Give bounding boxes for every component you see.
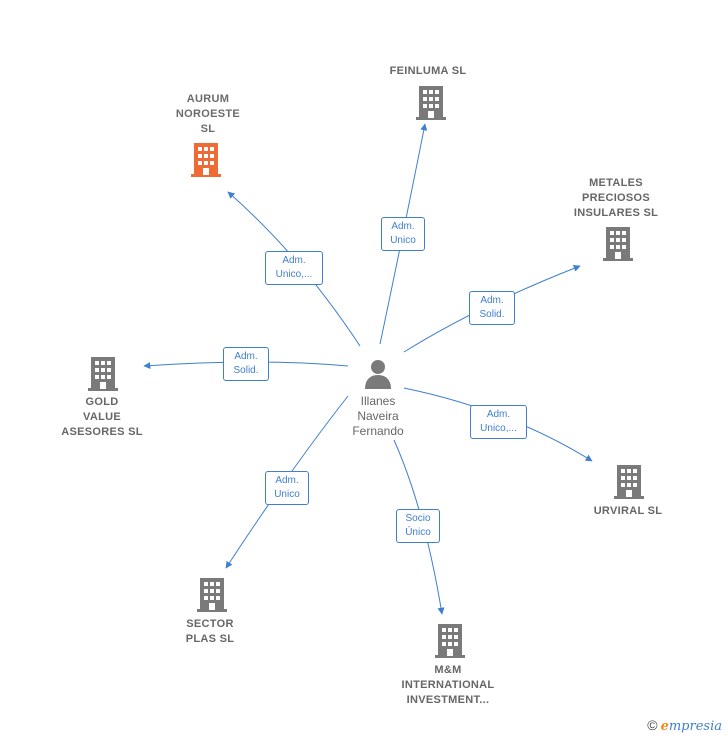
company-mm-label: M&M INTERNATIONAL INVESTMENT...: [401, 664, 495, 706]
relation-tag-gold[interactable]: Adm.Solid.: [223, 347, 269, 381]
company-feinluma-label: FEINLUMA SL: [389, 65, 467, 77]
brand-logo: ©empresia: [647, 717, 722, 734]
building-icon: [191, 143, 221, 177]
building-icon: [435, 624, 465, 658]
company-urviral-label: URVIRAL SL: [593, 505, 663, 517]
relation-tag-aurum[interactable]: Adm.Unico,...: [265, 251, 323, 285]
brand-initial: e: [660, 719, 669, 734]
person-icon: [365, 360, 391, 389]
copyright-symbol: ©: [647, 717, 658, 733]
building-icon: [416, 86, 446, 120]
company-metales-label: METALES PRECIOSOS INSULARES SL: [573, 177, 659, 219]
company-gold-label: GOLD VALUE ASESORES SL: [61, 396, 143, 438]
building-icon: [603, 227, 633, 261]
brand-name: mpresia: [668, 719, 722, 734]
relation-tag-urviral[interactable]: Adm.Unico,...: [470, 405, 527, 439]
company-aurum-label: AURUM NOROESTE SL: [175, 93, 241, 135]
center-person-label: Illanes Naveira Fernando: [352, 394, 404, 438]
relation-tag-sector[interactable]: Adm.Unico: [265, 471, 309, 505]
company-sector-label: SECTOR PLAS SL: [185, 618, 235, 645]
building-icon: [197, 578, 227, 612]
building-icon: [614, 465, 644, 499]
relation-tag-feinluma[interactable]: Adm.Unico: [381, 217, 425, 251]
building-icon: [88, 357, 118, 391]
relation-tag-metales[interactable]: Adm.Solid.: [469, 291, 515, 325]
